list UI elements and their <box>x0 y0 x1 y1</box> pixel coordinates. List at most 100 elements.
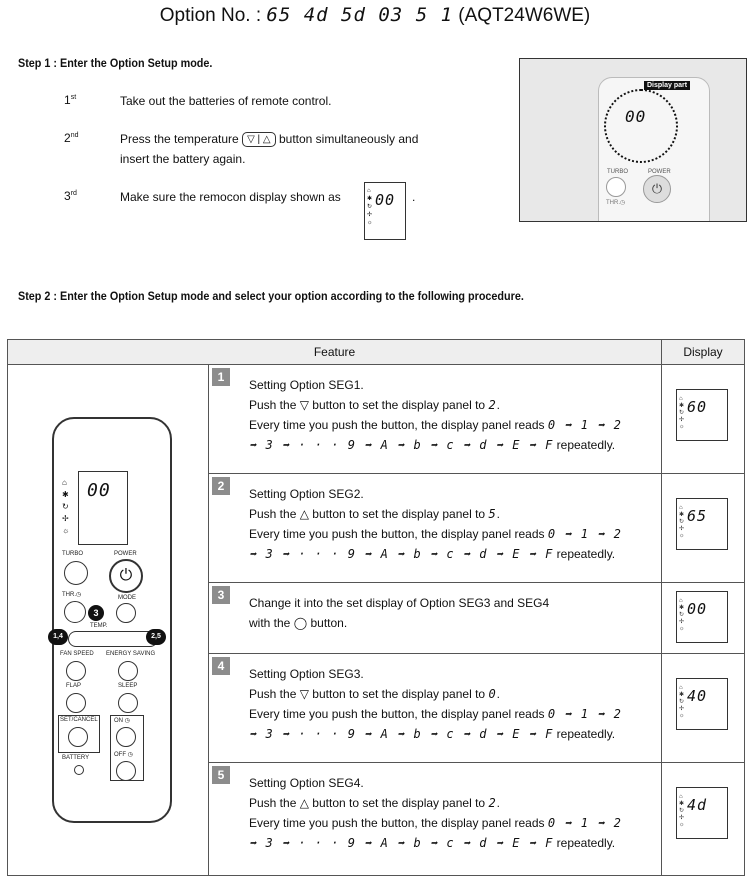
energy-saving-button <box>118 661 138 681</box>
callout-3: 3 <box>88 605 104 621</box>
power-icon: ⏻ <box>643 175 671 203</box>
photo-thr-label: THR.◷ <box>606 200 626 206</box>
mode-icons: ⌂✱↻✢☼ <box>679 685 685 719</box>
mode-icons: ⌂✱↻✢☼ <box>679 598 685 632</box>
callout-14: 1,4 <box>48 629 68 645</box>
remote-temp-label: TEMP. <box>90 623 108 629</box>
turbo-button <box>64 561 88 585</box>
row-2-feature: 2 Setting Option SEG2. Push the △ button… <box>208 473 662 583</box>
step1-text-1: Take out the batteries of remote control… <box>120 94 332 108</box>
power-button-icon: ⏻ <box>109 559 143 593</box>
row-1-display: ⌂✱↻✢☼ 60 <box>661 364 745 474</box>
row-5-text: Setting Option SEG4. Push the △ button t… <box>249 776 622 850</box>
row-3-display: ⌂✱↻✢☼ 00 <box>661 582 745 654</box>
row-3-feature: 3 Change it into the set display of Opti… <box>208 582 662 654</box>
sleep-button <box>118 693 138 713</box>
remote-setcancel-label: SET/CANCEL <box>60 717 98 723</box>
mode-icons: ⌂✱↻✢☼ <box>679 396 685 430</box>
display-value: 40 <box>687 687 708 705</box>
display-value: 00 <box>687 600 708 618</box>
row-number: 4 <box>212 657 230 675</box>
row-4-text: Setting Option SEG3. Push the ▽ button t… <box>249 667 622 741</box>
feature-header: Feature <box>7 339 662 365</box>
display-value: 60 <box>687 398 708 416</box>
step2-heading: Step 2 : Enter the Option Setup mode and… <box>18 289 524 303</box>
remote-mode-label: MODE <box>118 595 136 601</box>
row-number: 1 <box>212 368 230 386</box>
remote-thr-label: THR.◷ <box>62 592 82 598</box>
remote-power-label: POWER <box>114 551 137 557</box>
option-label: Option No. : <box>159 5 262 26</box>
display-header: Display <box>661 339 745 365</box>
remote-display-photo: 00 Display part TURBO POWER ⏻ THR.◷ <box>519 58 747 222</box>
row-1-feature: 1 Setting Option SEG1. Push the ▽ button… <box>208 364 662 474</box>
photo-turbo-label: TURBO <box>607 169 628 175</box>
procedure-table: Feature Display 00 ⌂✱↻✢☼ TURBO POWER ⏻ T… <box>7 339 745 876</box>
photo-turbo-button <box>606 177 626 197</box>
page-title: Option No. : 65 4d 5d 03 5 1 (AQT24W6WE) <box>0 4 750 27</box>
step1-ord-2: 2nd <box>64 131 79 145</box>
step1-text-3: Make sure the remocon display shown as <box>120 190 341 204</box>
option-code: 65 4d 5d 03 5 1 <box>266 4 454 26</box>
temperature-button-icon: ▽ | △ <box>242 132 276 148</box>
step1-text-2: Press the temperature ▽ | △ button simul… <box>120 132 419 166</box>
thr-button <box>64 601 86 623</box>
remote-mode-icons: ⌂✱↻✢☼ <box>62 478 70 535</box>
remote-energy-label: ENERGY SAVING <box>106 651 156 657</box>
battery-indicator <box>74 765 84 775</box>
remote-on-label: ON ◷ <box>114 718 130 724</box>
temp-rocker <box>68 631 158 647</box>
remote-sleep-label: SLEEP <box>118 683 138 689</box>
remocon-display-small: ⌂✱↻✢☼ 00 <box>364 182 406 240</box>
row-4-feature: 4 Setting Option SEG3. Push the ▽ button… <box>208 653 662 763</box>
row-2-display: ⌂✱↻✢☼ 65 <box>661 473 745 583</box>
display-value: 65 <box>687 507 708 525</box>
callout-25: 2,5 <box>146 629 166 645</box>
mode-icons: ⌂✱↻✢☼ <box>367 188 373 226</box>
display-part-label: Display part <box>644 81 691 90</box>
display-panel: ⌂✱↻✢☼ 60 <box>676 389 728 441</box>
display-panel: ⌂✱↻✢☼ 00 <box>676 591 728 643</box>
row-number: 5 <box>212 766 230 784</box>
row-4-display: ⌂✱↻✢☼ 40 <box>661 653 745 763</box>
display-part-highlight <box>604 89 678 163</box>
remote-lcd-value: 00 <box>87 480 111 501</box>
display-panel: ⌂✱↻✢☼ 4d <box>676 787 728 839</box>
remote-turbo-label: TURBO <box>62 551 83 557</box>
down-arrow-icon: ▽ <box>299 398 309 412</box>
remocon-display-value: 00 <box>375 191 396 209</box>
row-1-text: Setting Option SEG1. Push the ▽ button t… <box>249 378 622 452</box>
mode-button <box>116 603 136 623</box>
up-arrow-icon: △ <box>299 507 309 521</box>
step1-heading: Step 1 : Enter the Option Setup mode. <box>18 56 213 70</box>
off-timer-button <box>116 761 136 781</box>
down-arrow-icon: ▽ <box>299 687 309 701</box>
mode-icons: ⌂✱↻✢☼ <box>679 505 685 539</box>
remote-fanspeed-label: FAN SPEED <box>60 651 94 657</box>
display-value: 4d <box>687 796 708 814</box>
row-5-display: ⌂✱↻✢☼ 4d <box>661 762 745 876</box>
photo-lcd-value: 00 <box>625 107 647 126</box>
up-arrow-icon: △ <box>299 796 309 810</box>
row-number: 3 <box>212 586 230 604</box>
flap-button <box>66 693 86 713</box>
remote-control: 00 ⌂✱↻✢☼ TURBO POWER ⏻ THR.◷ MODE 3 TEMP… <box>48 417 172 823</box>
display-panel: ⌂✱↻✢☼ 65 <box>676 498 728 550</box>
step1-period: . <box>412 190 416 204</box>
row-3-text: Change it into the set display of Option… <box>249 596 550 630</box>
row-2-text: Setting Option SEG2. Push the △ button t… <box>249 487 622 561</box>
photo-power-label: POWER <box>648 169 671 175</box>
set-cancel-button <box>68 727 88 747</box>
remote-cell: 00 ⌂✱↻✢☼ TURBO POWER ⏻ THR.◷ MODE 3 TEMP… <box>7 364 209 876</box>
mode-icons: ⌂✱↻✢☼ <box>679 794 685 828</box>
display-panel: ⌂✱↻✢☼ 40 <box>676 678 728 730</box>
on-timer-button <box>116 727 136 747</box>
step1-ord-1: 1st <box>64 93 77 107</box>
remote-lcd: 00 <box>78 471 128 545</box>
mode-button-icon: ◯ <box>293 616 308 630</box>
remote-flap-label: FLAP <box>66 683 82 689</box>
row-number: 2 <box>212 477 230 495</box>
remote-battery-label: BATTERY <box>62 755 90 761</box>
set-cancel-box <box>58 715 100 753</box>
model-name: (AQT24W6WE) <box>458 5 591 26</box>
